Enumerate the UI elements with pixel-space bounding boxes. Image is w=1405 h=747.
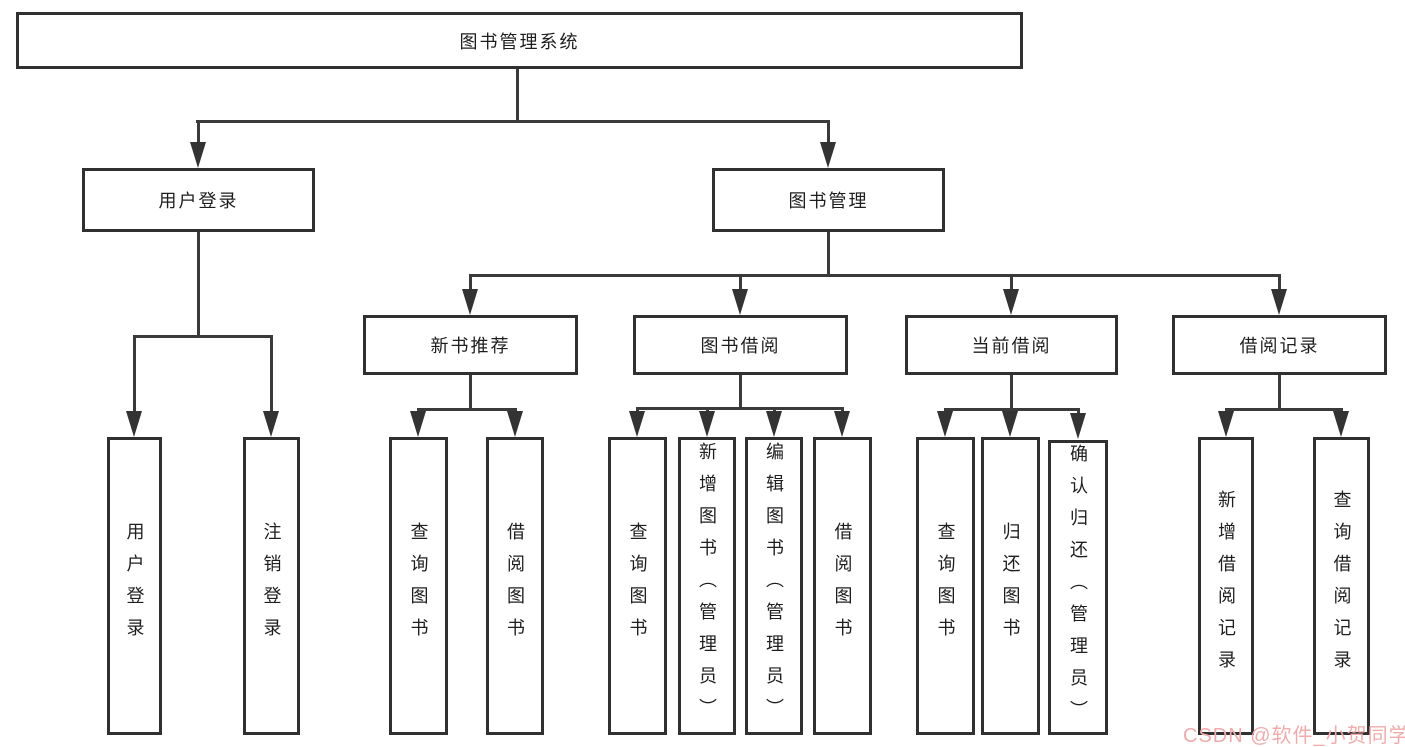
node-borrow-records: 借阅记录: [1172, 315, 1387, 375]
node-new-book-recommend: 新书推荐: [363, 315, 578, 375]
connector-drop: [270, 335, 273, 415]
arrowhead-down-icon: [629, 411, 645, 437]
node-leaf-confirm-return-admin: 确认归还（管理员）: [1048, 440, 1108, 735]
arrowhead-down-icon: [820, 142, 836, 168]
node-leaf-borrow-books-newbooks-label: 借阅图书: [505, 522, 525, 650]
node-leaf-query-books-newbooks: 查询图书: [389, 437, 448, 735]
node-leaf-query-books-borrow: 查询图书: [608, 437, 667, 735]
connector-stem: [1010, 375, 1013, 408]
arrowhead-down-icon: [1218, 411, 1234, 437]
node-new-book-recommend-label: 新书推荐: [430, 336, 511, 356]
arrowhead-down-icon: [190, 142, 206, 168]
connector-rail: [1225, 408, 1343, 411]
connector-root-rail: [196, 120, 830, 123]
connector-drop: [469, 274, 472, 292]
node-leaf-query-books-newbooks-label: 查询图书: [408, 522, 429, 650]
node-leaf-confirm-return-admin-label: 确认归还（管理员）: [1068, 443, 1088, 732]
arrowhead-down-icon: [1003, 289, 1019, 315]
arrowhead-down-icon: [263, 411, 279, 437]
connector-stem: [739, 375, 742, 407]
node-user-login-label: 用户登录: [158, 191, 239, 211]
node-book-borrow: 图书借阅: [633, 315, 848, 375]
arrowhead-down-icon: [126, 411, 142, 437]
node-leaf-user-login: 用户登录: [107, 437, 162, 735]
arrowhead-down-icon: [1070, 413, 1086, 439]
watermark: CSDN @软件_小贺同学: [1183, 725, 1405, 747]
connector-mgmt-rail: [469, 274, 1281, 277]
node-current-borrow: 当前借阅: [905, 315, 1118, 375]
node-leaf-query-books-borrow-label: 查询图书: [627, 522, 648, 650]
arrowhead-down-icon: [699, 411, 715, 437]
connector-stem: [1278, 375, 1281, 408]
node-leaf-logout: 注销登录: [243, 437, 300, 735]
arrowhead-down-icon: [1333, 411, 1349, 437]
arrowhead-down-icon: [410, 411, 426, 437]
arrowhead-down-icon: [462, 289, 478, 315]
node-leaf-logout-label: 注销登录: [261, 522, 282, 650]
node-book-management-label: 图书管理: [788, 191, 869, 211]
connector-stem: [469, 375, 472, 408]
node-leaf-user-login-label: 用户登录: [124, 522, 145, 650]
node-leaf-add-borrow-record: 新增借阅记录: [1198, 437, 1254, 735]
connector-user-rail: [133, 335, 273, 338]
node-leaf-borrow-books-newbooks: 借阅图书: [486, 437, 544, 735]
connector-rail: [636, 407, 844, 410]
node-leaf-query-books-current-label: 查询图书: [935, 522, 956, 650]
connector-drop: [133, 335, 136, 415]
node-leaf-query-borrow-record: 查询借阅记录: [1313, 437, 1370, 735]
node-leaf-add-books-admin: 新增图书（管理员）: [678, 437, 736, 735]
node-leaf-borrow-books-borrow: 借阅图书: [813, 437, 872, 735]
arrowhead-down-icon: [507, 411, 523, 437]
arrowhead-down-icon: [766, 411, 782, 437]
node-book-management: 图书管理: [712, 168, 945, 232]
connector-rail: [944, 408, 1080, 411]
connector-drop: [1278, 274, 1281, 292]
connector-drop: [827, 120, 830, 146]
node-book-borrow-label: 图书借阅: [700, 336, 781, 356]
arrowhead-down-icon: [732, 289, 748, 315]
connector-drop: [1010, 274, 1013, 292]
node-leaf-edit-books-admin-label: 编辑图书（管理员）: [764, 442, 784, 730]
node-current-borrow-label: 当前借阅: [971, 336, 1052, 356]
node-root: 图书管理系统: [16, 12, 1023, 69]
node-leaf-edit-books-admin: 编辑图书（管理员）: [745, 437, 803, 735]
node-leaf-return-books: 归还图书: [981, 437, 1040, 735]
node-user-login: 用户登录: [82, 168, 315, 232]
node-leaf-return-books-label: 归还图书: [1000, 522, 1021, 650]
arrowhead-down-icon: [937, 411, 953, 437]
node-root-label: 图书管理系统: [459, 31, 580, 52]
node-leaf-query-borrow-record-label: 查询借阅记录: [1331, 490, 1352, 682]
node-borrow-records-label: 借阅记录: [1239, 336, 1320, 356]
connector-drop: [739, 274, 742, 292]
connector-rail: [417, 408, 517, 411]
arrowhead-down-icon: [1271, 289, 1287, 315]
connector-mgmt-stem: [827, 232, 830, 274]
node-leaf-add-books-admin-label: 新增图书（管理员）: [697, 442, 717, 730]
node-leaf-borrow-books-borrow-label: 借阅图书: [832, 522, 853, 650]
node-leaf-query-books-current: 查询图书: [916, 437, 975, 735]
connector-root-stem: [516, 69, 519, 120]
connector-user-stem: [197, 232, 200, 335]
node-leaf-add-borrow-record-label: 新增借阅记录: [1216, 490, 1236, 682]
arrowhead-down-icon: [1002, 411, 1018, 437]
connector-drop: [197, 120, 200, 146]
arrowhead-down-icon: [834, 411, 850, 437]
